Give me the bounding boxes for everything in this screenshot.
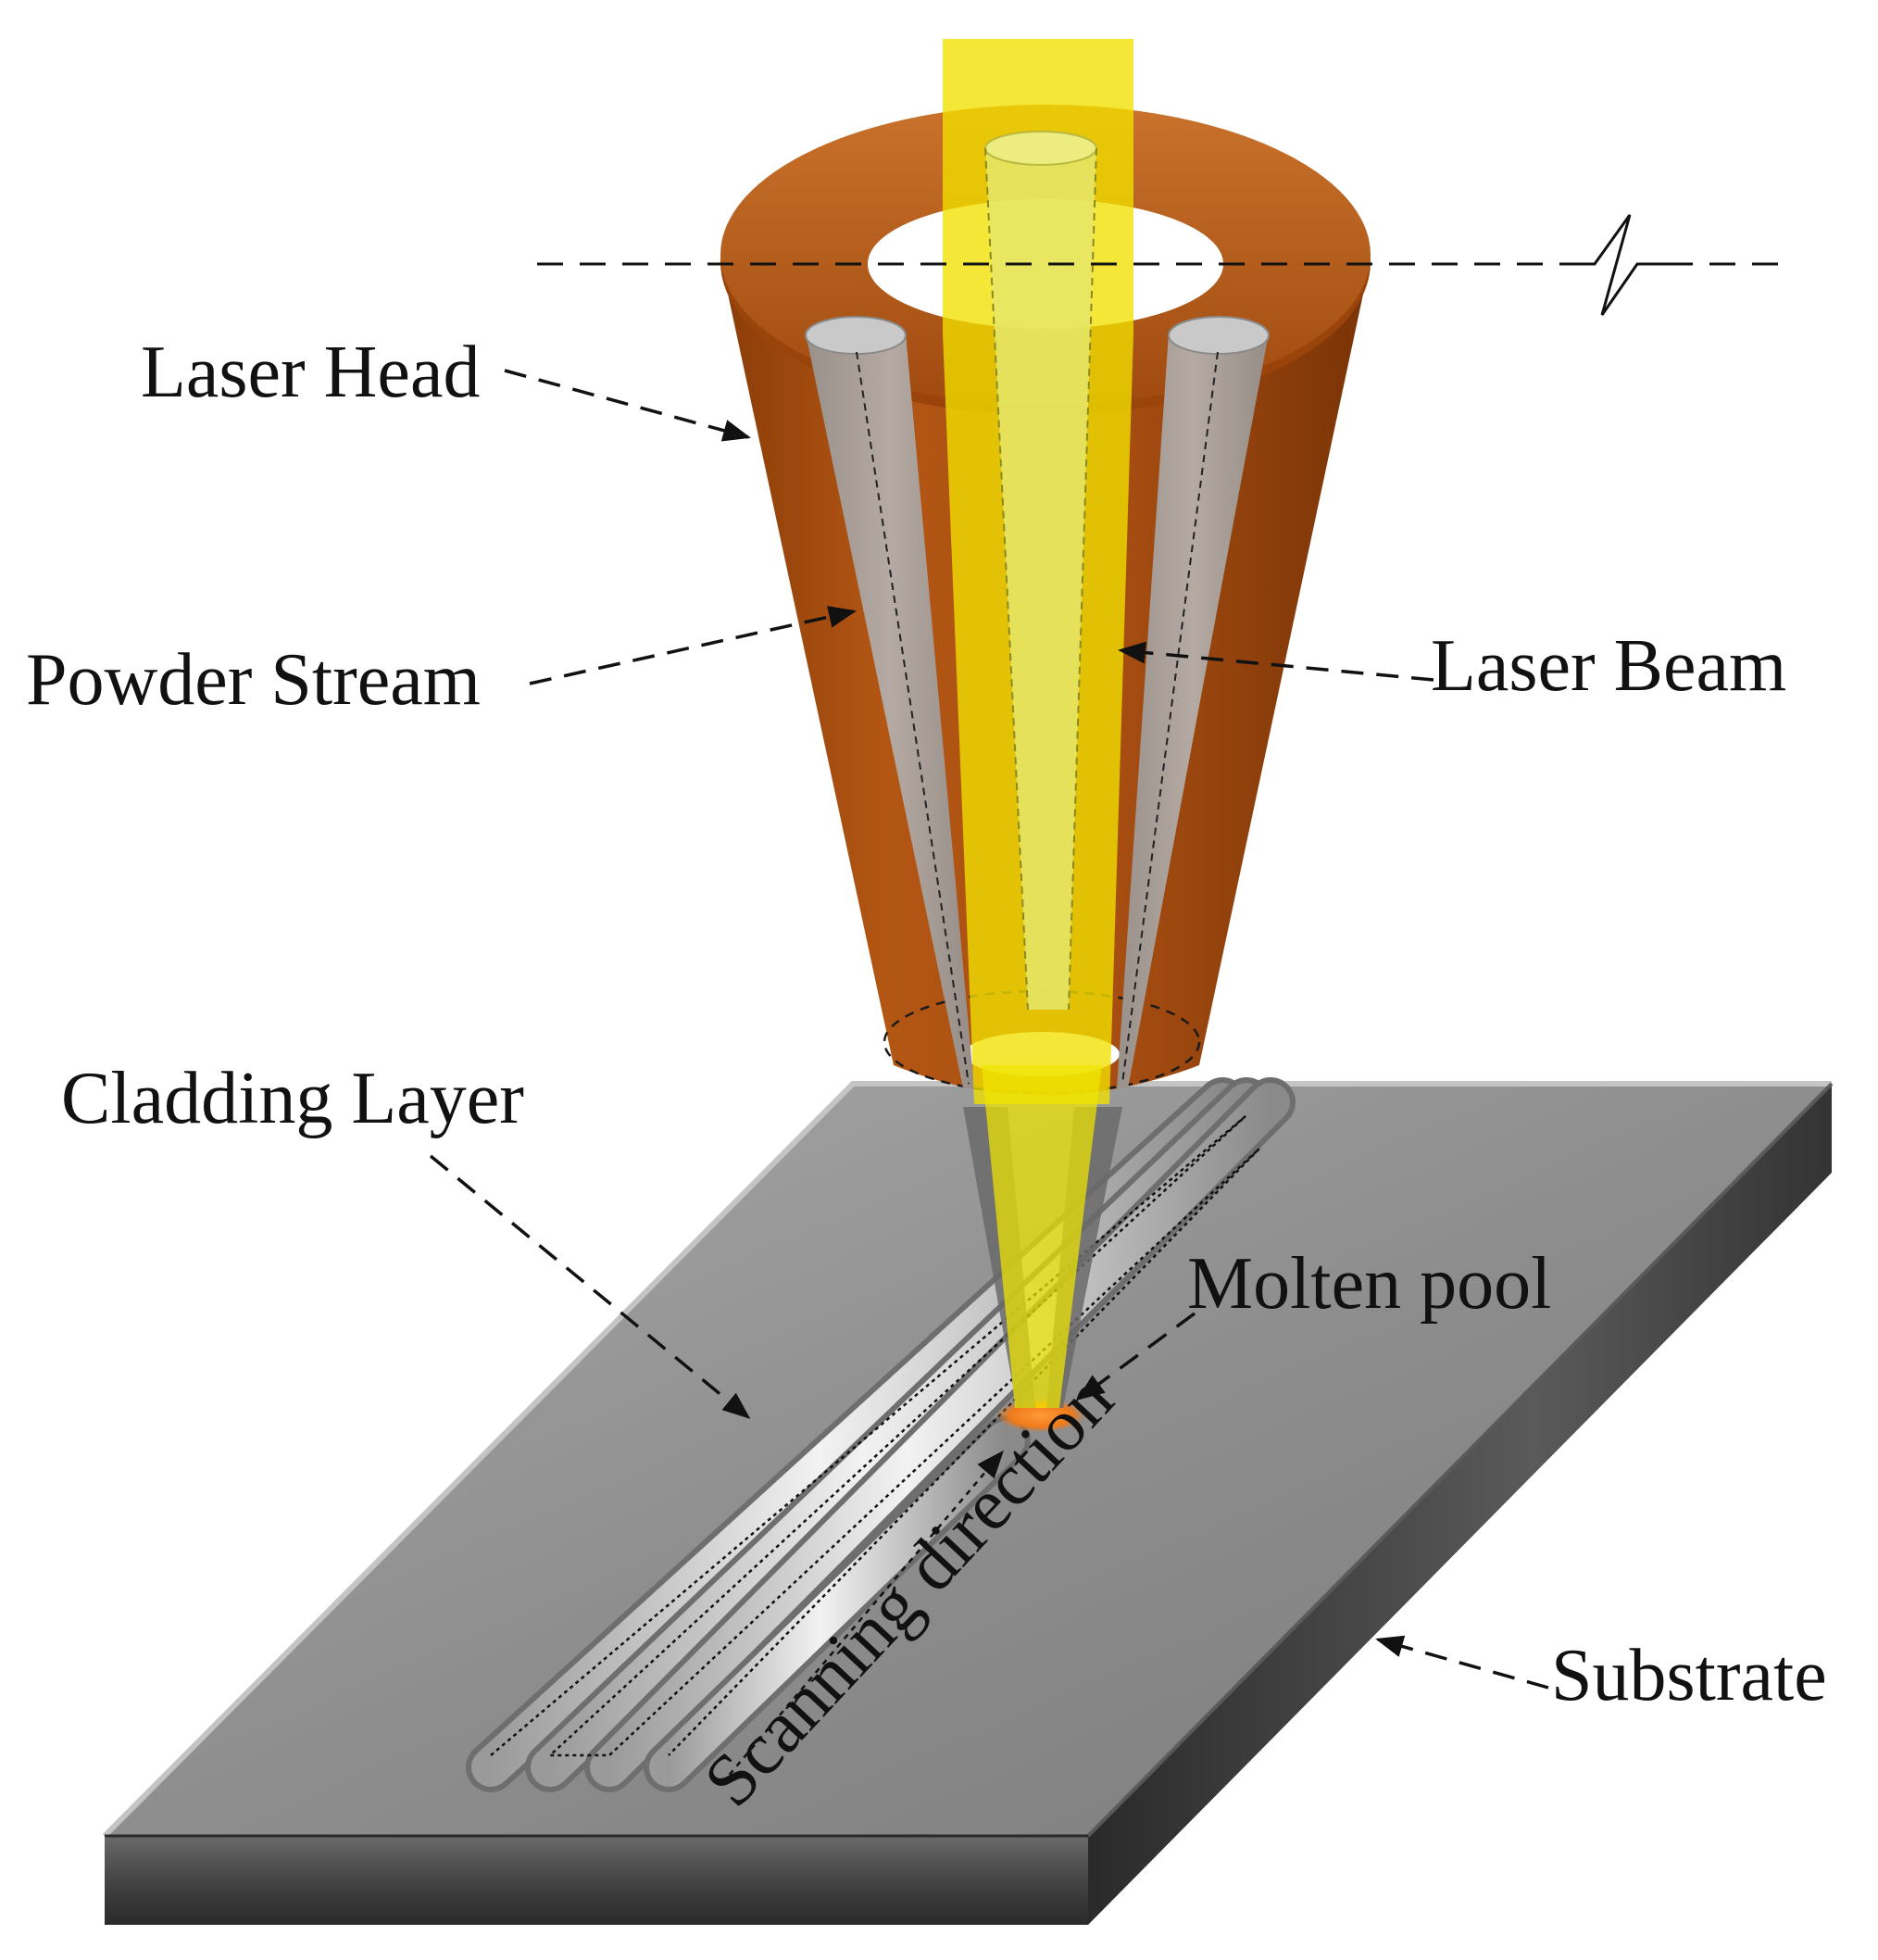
arrow-laser-head (504, 369, 751, 442)
arrow-powder-stream (529, 606, 857, 685)
section-break-line (537, 214, 1778, 316)
label-laser-head: Laser Head (141, 332, 480, 413)
arrow-molten-pool (1076, 1312, 1196, 1401)
powder-streams (805, 316, 1270, 1088)
label-cladding-layer: Cladding Layer (61, 1058, 524, 1139)
leader-arrows (429, 369, 1549, 1784)
arrow-scanning-direction (721, 1450, 1004, 1784)
arrow-substrate (1375, 1635, 1549, 1690)
arrow-laser-beam (1118, 641, 1434, 682)
label-substrate: Substrate (1551, 1635, 1827, 1716)
label-laser-beam: Laser Beam (1431, 625, 1786, 707)
label-molten-pool: Molten pool (1187, 1243, 1551, 1325)
label-powder-stream: Powder Stream (26, 639, 481, 721)
laser-beam (943, 39, 1133, 1408)
